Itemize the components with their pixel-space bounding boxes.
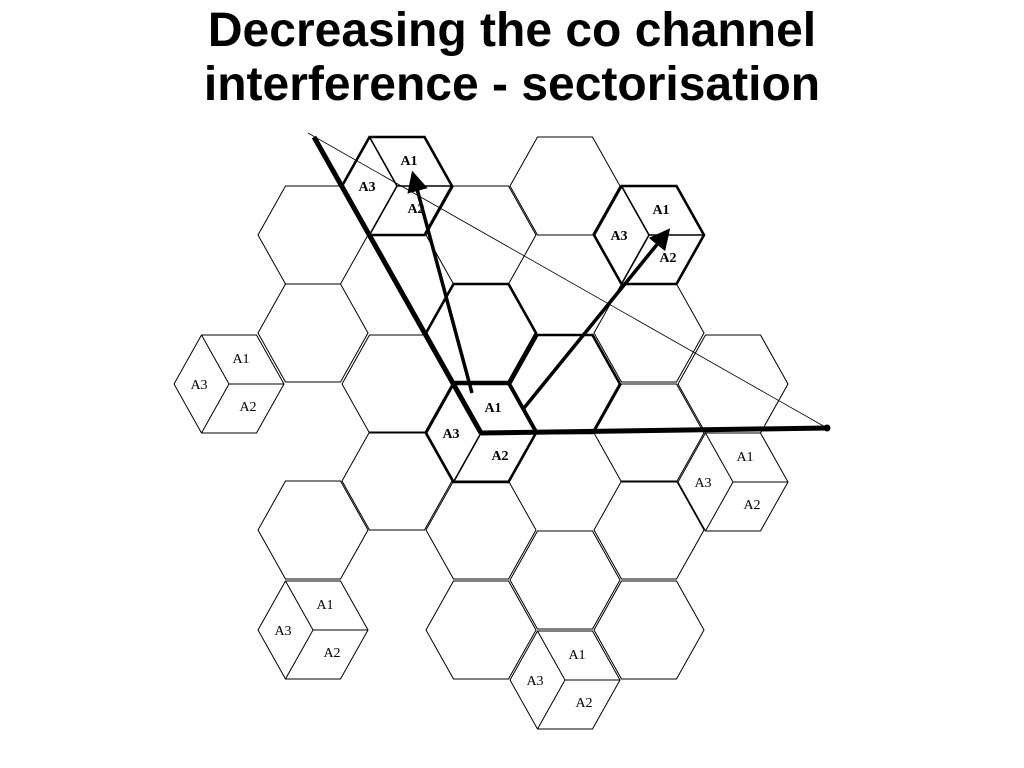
arrow-to-right-cell <box>522 228 671 410</box>
hex-cell <box>593 580 705 680</box>
title-line-1: Decreasing the co channel <box>207 4 817 57</box>
interference-lines <box>307 132 831 436</box>
sector-label-a1: A1 <box>400 154 417 169</box>
hex-cell <box>593 283 705 383</box>
sector-labels: A1A2A3A1A2A3A1A2A3A1A2A3A1A2A3A1A2A3A1A2… <box>190 154 760 711</box>
sector-divider <box>620 234 650 285</box>
sector-divider <box>368 185 398 236</box>
sector-label-a3: A3 <box>358 180 375 195</box>
sector-divider <box>285 580 314 631</box>
sector-label-a2: A2 <box>239 400 256 415</box>
hex-cell <box>425 580 537 680</box>
sector-divider <box>705 432 734 483</box>
hex-cell <box>677 432 789 532</box>
sector-label-a1: A1 <box>736 450 753 465</box>
hex-cell <box>509 630 621 730</box>
hex-cell <box>341 431 453 531</box>
hex-cell <box>593 480 705 580</box>
sector-label-a2: A2 <box>743 498 760 513</box>
sector-label-a3: A3 <box>610 229 627 244</box>
sector-label-a1: A1 <box>232 352 249 367</box>
sector-label-a3: A3 <box>190 378 207 393</box>
sector-divider <box>285 629 314 680</box>
hex-cell <box>509 136 621 236</box>
sector-divider <box>705 481 734 532</box>
hex-cell <box>257 283 369 383</box>
title-line-2: interference - sectorisation <box>203 58 821 111</box>
hex-cell <box>173 334 285 434</box>
sector-divider <box>201 334 230 385</box>
sector-label-a1: A1 <box>484 401 501 416</box>
hex-cell <box>257 580 369 680</box>
sector-divider <box>537 630 566 681</box>
sector-label-a3: A3 <box>442 427 459 442</box>
sector-label-a1: A1 <box>316 598 333 613</box>
hex-cell <box>509 530 621 630</box>
sector-label-a2: A2 <box>407 202 424 217</box>
sector-divider <box>201 383 230 434</box>
thick-left-line <box>311 135 484 435</box>
hex-cell <box>425 480 537 580</box>
sector-label-a2: A2 <box>491 449 508 464</box>
arrow-to-top-cell <box>407 170 474 394</box>
hex-cell <box>257 480 369 580</box>
sector-label-a3: A3 <box>274 624 291 639</box>
sector-divider <box>537 679 566 730</box>
sector-divider <box>368 136 398 187</box>
line-end-dot <box>823 424 831 432</box>
sector-label-a2: A2 <box>659 251 676 266</box>
sector-label-a3: A3 <box>694 476 711 491</box>
sector-divider <box>620 185 650 236</box>
sector-label-a2: A2 <box>323 646 340 661</box>
sector-divider <box>452 432 482 483</box>
hex-grid <box>173 135 789 730</box>
thick-right-line <box>480 425 828 436</box>
sector-label-a2: A2 <box>575 696 592 711</box>
sector-label-a3: A3 <box>526 674 543 689</box>
sector-label-a1: A1 <box>652 203 669 218</box>
sector-label-a1: A1 <box>568 648 585 663</box>
thin-diagonal-line <box>307 132 828 429</box>
slide-title: Decreasing the co channel interference -… <box>0 0 1024 112</box>
